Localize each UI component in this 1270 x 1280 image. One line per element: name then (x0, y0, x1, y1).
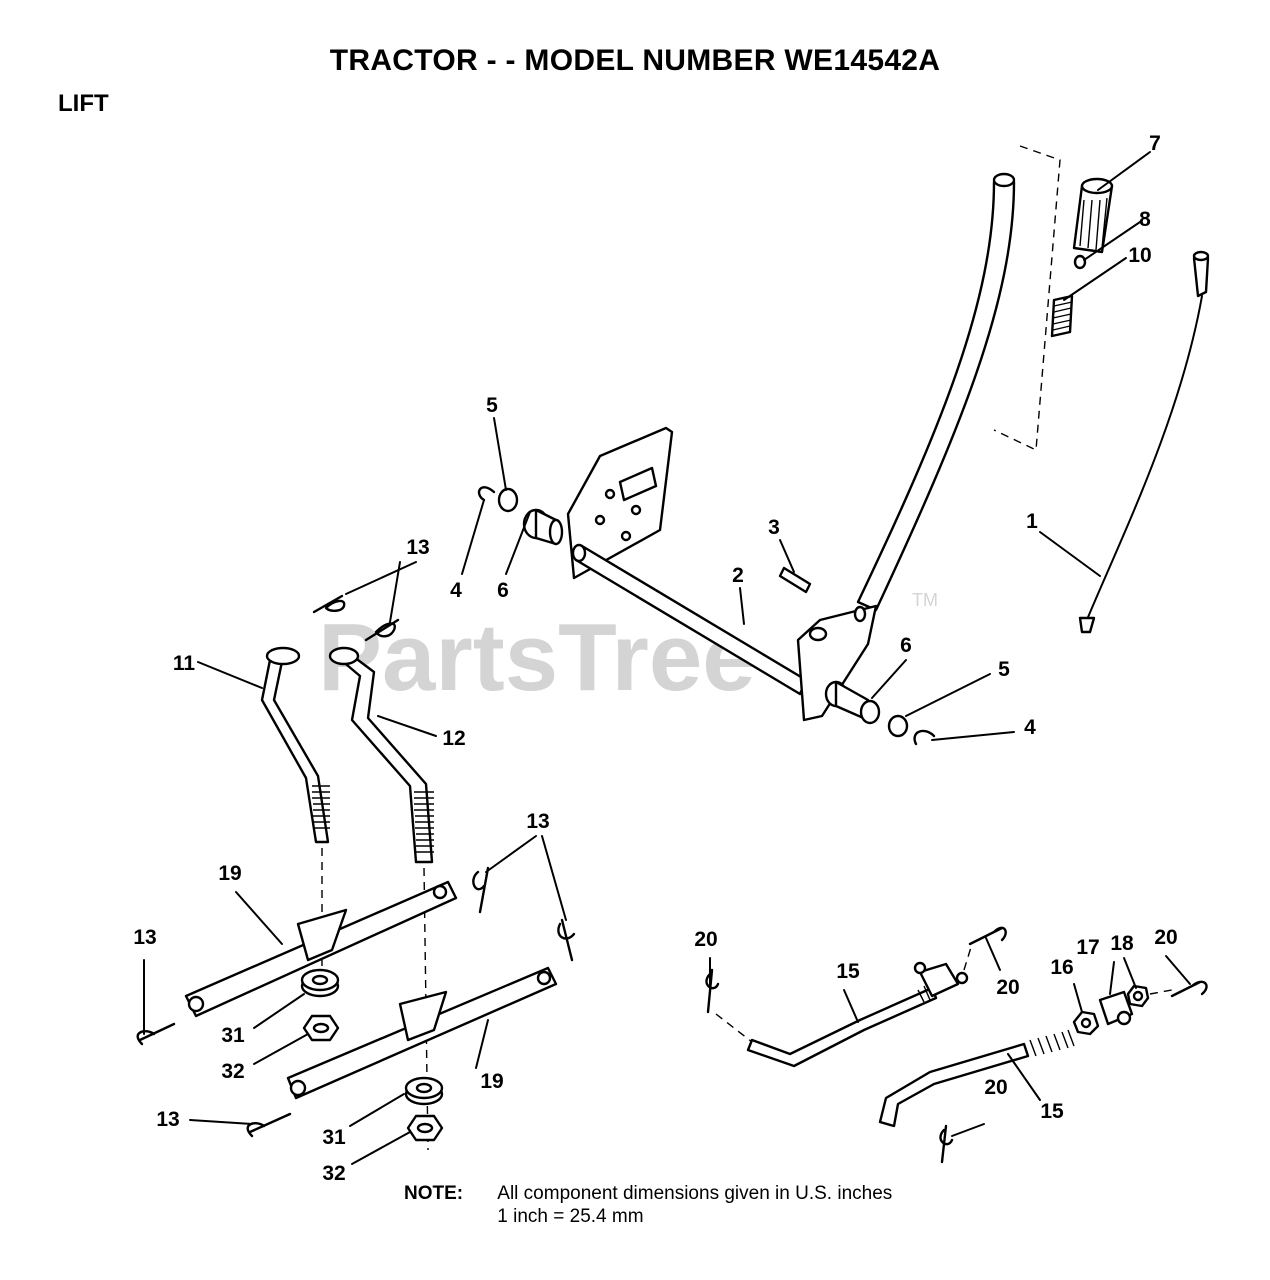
callout-5-right: 5 (998, 658, 1010, 681)
callout-20-bottom: 20 (984, 1076, 1007, 1099)
callout-10: 10 (1128, 244, 1151, 267)
bushing-31-upper[interactable] (300, 968, 340, 998)
lift-rod-upper[interactable] (746, 985, 938, 1068)
right-retainer-clip[interactable] (913, 729, 936, 746)
nut-18[interactable] (1126, 984, 1150, 1008)
callout-4-right: 4 (1024, 716, 1036, 739)
lever-spring[interactable] (1050, 294, 1074, 338)
callout-1: 1 (1026, 510, 1038, 533)
right-washer[interactable] (887, 714, 909, 738)
section-title: LIFT (58, 90, 109, 117)
hairpin-clip-mid-1[interactable] (472, 866, 490, 914)
swivel-block-17[interactable] (1098, 990, 1134, 1026)
grip-guide-dashed (993, 145, 1061, 452)
callout-18: 18 (1110, 932, 1134, 955)
rod-alignment-left (715, 1013, 753, 1043)
hairpin-clip-mid-2[interactable] (557, 918, 576, 962)
cotter-pin-top[interactable] (968, 926, 1007, 946)
callout-32-lower: 32 (322, 1162, 345, 1185)
callout-19-upper: 19 (218, 862, 241, 885)
callout-8: 8 (1139, 208, 1151, 231)
hairpin-clip-top-1[interactable] (312, 594, 346, 614)
callout-17: 17 (1076, 936, 1099, 959)
leader-lines (143, 151, 1191, 1165)
callout-31-upper: 31 (221, 1024, 245, 1047)
lift-arm-lower[interactable] (286, 966, 558, 1100)
callout-11: 11 (173, 652, 196, 675)
right-bushing[interactable] (824, 680, 881, 725)
hairpin-clip-top-2[interactable] (364, 618, 400, 642)
lift-shaft[interactable] (571, 543, 808, 696)
callout-20-top: 20 (996, 976, 1019, 999)
hairpin-clip-left[interactable] (136, 1022, 176, 1046)
nut-32-lower[interactable] (406, 1114, 444, 1142)
note-label: NOTE: (404, 1183, 464, 1204)
hairpin-clip-bottom[interactable] (246, 1112, 292, 1138)
callout-20-right: 20 (1154, 926, 1177, 949)
handle-grip[interactable] (1072, 177, 1114, 254)
left-bushing[interactable] (522, 508, 564, 546)
left-washer[interactable] (497, 487, 519, 513)
shaft-key[interactable] (778, 566, 812, 594)
push-button[interactable] (1073, 254, 1087, 270)
note-line-2: 1 inch = 25.4 mm (497, 1206, 644, 1227)
cotter-pin-bottom[interactable] (939, 1124, 954, 1164)
callout-2: 2 (732, 564, 744, 587)
callout-7: 7 (1149, 132, 1161, 155)
callout-5-left: 5 (486, 394, 498, 417)
callout-4-left: 4 (450, 579, 462, 602)
page-title: TRACTOR - - MODEL NUMBER WE14542A (329, 44, 941, 77)
swivel-block-upper[interactable] (913, 961, 969, 998)
callout-13-mid: 13 (526, 810, 549, 833)
callout-13-left: 13 (133, 926, 156, 949)
callout-15-lower: 15 (1040, 1100, 1064, 1123)
rod-alignment-top (963, 943, 973, 971)
callout-16: 16 (1050, 956, 1073, 979)
callout-15-upper: 15 (836, 960, 860, 983)
note-line-1: All component dimensions given in U.S. i… (497, 1183, 893, 1204)
note-text: All component dimensions given in U.S. i… (497, 1182, 892, 1228)
lift-bracket-plate[interactable] (566, 426, 674, 580)
dimension-note: NOTE: All component dimensions given in … (404, 1182, 892, 1228)
lift-link-left[interactable] (260, 646, 330, 844)
lift-lever-arm[interactable] (796, 172, 1016, 722)
callout-13-bottom: 13 (156, 1108, 179, 1131)
callout-31-lower: 31 (322, 1126, 346, 1149)
callout-13-top: 13 (406, 536, 429, 559)
callout-6-left: 6 (497, 579, 509, 602)
rod-alignment-right (1149, 989, 1173, 995)
watermark-trademark: TM (912, 590, 938, 610)
nut-32-upper[interactable] (302, 1014, 340, 1042)
callout-6-right: 6 (900, 634, 912, 657)
handle-rod[interactable] (1078, 250, 1210, 634)
cotter-pin-left[interactable] (705, 968, 720, 1014)
bushing-31-lower[interactable] (404, 1076, 444, 1106)
left-retainer-clip[interactable] (477, 486, 496, 502)
callout-32-upper: 32 (221, 1060, 244, 1083)
cotter-pin-right[interactable] (1170, 980, 1208, 998)
lift-link-right[interactable] (328, 646, 434, 864)
callout-3: 3 (768, 516, 780, 539)
callout-20-left: 20 (694, 928, 717, 951)
lift-rod-lower[interactable] (878, 1029, 1075, 1128)
callout-12: 12 (442, 727, 465, 750)
nut-16[interactable] (1072, 1010, 1100, 1036)
callout-19-lower: 19 (480, 1070, 503, 1093)
lift-arm-upper[interactable] (184, 880, 458, 1018)
